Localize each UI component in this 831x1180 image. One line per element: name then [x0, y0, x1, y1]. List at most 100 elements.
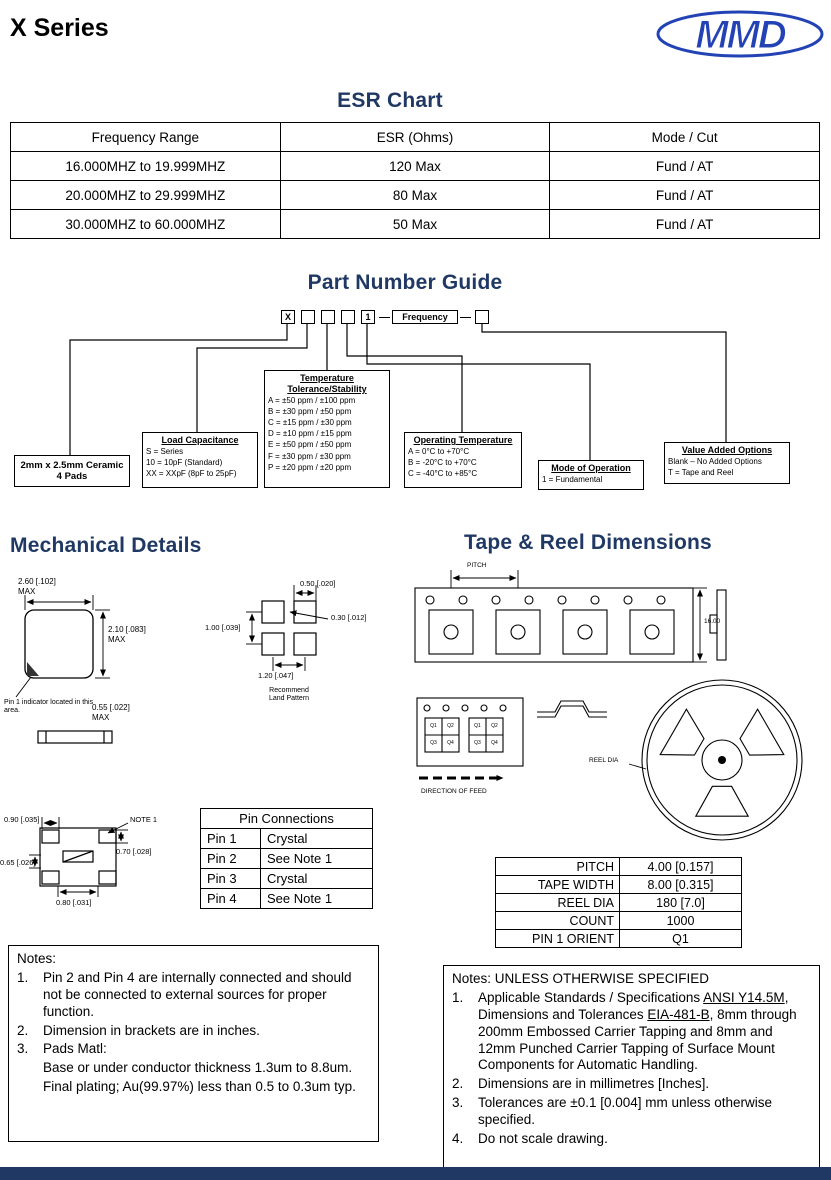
part-number-connector-lines [69, 324, 727, 460]
value-added-options-title: Value Added Options [681, 445, 773, 455]
operating-temperature-item: A = 0°C to +70°C [408, 446, 470, 456]
temperature-stability-item: F = ±30 ppm / ±30 ppm [268, 451, 351, 461]
pn-load-cap-digit-box [301, 310, 315, 324]
tr-row: PIN 1 ORIENT Q1 [495, 929, 742, 948]
temperature-stability-title: Tolerance/Stability [287, 383, 367, 394]
dim-bottom-pad-width: 0.90 [.035] [4, 815, 40, 824]
dim-max: MAX [92, 712, 110, 722]
pin-cell: Crystal [260, 868, 373, 889]
pin-row: Pin 1 Crystal [200, 828, 373, 849]
pin-row: Pin 2 See Note 1 [200, 848, 373, 869]
note-item: 2. Dimension in brackets are in inches. [17, 1023, 370, 1040]
note-text: Do not scale drawing. [478, 1130, 608, 1146]
pin-cell: See Note 1 [260, 888, 373, 909]
pin-connections-header: Pin Connections [200, 808, 373, 829]
operating-temperature-title: Operating Temperature [413, 435, 513, 445]
note-text: Pads Matl: [43, 1041, 107, 1057]
dim-land-horizontal-pitch: 1.20 [.047] [258, 671, 294, 680]
mode-of-operation-box: Mode of Operation 1 = Fundamental [538, 460, 644, 490]
operating-temperature-item: B = -20°C to +70°C [408, 457, 477, 467]
pin-cell: Pin 1 [200, 828, 261, 849]
temperature-stability-item: A = ±50 ppm / ±100 ppm [268, 395, 356, 405]
package-desc-box: 2mm x 2.5mm Ceramic 4 Pads [14, 455, 130, 487]
pin-cell: Crystal [260, 828, 373, 849]
esr-cell: Fund / AT [549, 209, 820, 239]
esr-col-header: Frequency Range [10, 122, 281, 152]
pn-mode-digit-box: 1 [361, 310, 375, 324]
standard-ansi: ANSI Y14.5M [703, 989, 785, 1005]
dim-bottom-height: 0.65 [.026] [0, 858, 36, 867]
pin-row: Pin 4 See Note 1 [200, 888, 373, 909]
esr-cell: Fund / AT [549, 180, 820, 210]
pocket-quadrant-label: Q1 [474, 723, 481, 729]
mechanical-notes-title: Notes: [17, 951, 57, 966]
mmd-logo-graphic: MMD [656, 10, 824, 58]
value-added-options-item: T = Tape and Reel [668, 467, 734, 477]
note-item: Final plating; Au(99.97%) less than 0.5 … [17, 1079, 370, 1096]
note-number: 2. [17, 1022, 29, 1038]
land-pattern-caption: Recommend Land Pattern [252, 687, 326, 704]
note-item: 3. Tolerances are ±0.1 [0.004] mm unless… [452, 1095, 811, 1129]
tr-value: 8.00 [0.315] [619, 875, 742, 894]
tape-reel-title: Tape & Reel Dimensions [464, 531, 712, 554]
part-number-diagram: X 1 Frequency 2mm x 2.5mm Ceramic 4 Pads… [0, 300, 831, 500]
esr-header-row: Frequency Range ESR (Ohms) Mode / Cut [10, 122, 820, 152]
tape-reel-notes-box: Notes: UNLESS OTHERWISE SPECIFIED 1. App… [443, 965, 820, 1172]
tr-row: TAPE WIDTH 8.00 [0.315] [495, 875, 742, 894]
note-text: Applicable Standards / Specifications AN… [478, 990, 811, 1074]
pocket-quadrant-label: Q3 [474, 740, 481, 746]
tr-label: TAPE WIDTH [495, 875, 620, 894]
esr-col-header: ESR (Ohms) [279, 122, 551, 152]
pocket-quadrant-label: Q2 [447, 723, 454, 729]
temperature-stability-item: C = ±15 ppm / ±30 ppm [268, 417, 352, 427]
load-capacitance-box: Load Capacitance S = Series 10 = 10pF (S… [142, 432, 258, 488]
note-number: 1. [17, 969, 29, 985]
esr-cell: 30.000MHZ to 60.000MHZ [10, 209, 281, 239]
temperature-stability-item: D = ±10 ppm / ±15 ppm [268, 429, 352, 439]
pocket-quadrant-label: Q2 [491, 723, 498, 729]
page-title: X Series [10, 14, 109, 42]
pin-cell: Pin 3 [200, 868, 261, 889]
note-text: Dimensions are in millimetres [Inches]. [478, 1076, 710, 1092]
land-caption-line: Land Pattern [268, 695, 310, 703]
tr-row: PITCH 4.00 [0.157] [495, 857, 742, 876]
pitch-label: PITCH [467, 562, 487, 569]
tr-label: COUNT [495, 911, 620, 930]
operating-temperature-item: C = -40°C to +85°C [408, 469, 478, 479]
mmd-logo-text: MMD [695, 13, 786, 57]
reel-dia-label: REEL DIA [589, 757, 619, 764]
tr-label: PIN 1 ORIENT [495, 929, 620, 948]
note-number [17, 1060, 43, 1077]
pocket-quadrant-label: Q3 [430, 740, 437, 746]
value-added-options-item: Blank – No Added Options [668, 456, 762, 466]
tr-row: REEL DIA 180 [7.0] [495, 893, 742, 912]
esr-row: 30.000MHZ to 60.000MHZ 50 Max Fund / AT [10, 209, 820, 239]
esr-table: Frequency Range ESR (Ohms) Mode / Cut 16… [10, 122, 820, 239]
note-text: Base or under conductor thickness 1.3um … [43, 1060, 353, 1076]
dim-max: MAX [108, 634, 126, 644]
pin-table-header-row: Pin Connections [200, 808, 373, 829]
pn-dash [460, 317, 471, 318]
dim-land-vertical-pitch: 1.00 [.039] [205, 623, 241, 632]
note-number: 3. [17, 1041, 29, 1057]
mechanical-notes-box: Notes: 1. Pin 2 and Pin 4 are internally… [8, 945, 379, 1142]
pin-row: Pin 3 Crystal [200, 868, 373, 889]
tape-reel-linework [414, 570, 803, 841]
pn-prefix-box: X [281, 310, 295, 324]
load-capacitance-item: XX = XXpF (8pF to 25pF) [146, 469, 237, 479]
pn-temp-digit-box [321, 310, 335, 324]
tape-reel-notes-title: Notes: UNLESS OTHERWISE SPECIFIED [452, 971, 710, 986]
note-text-part: Applicable Standards / Specifications [478, 989, 704, 1005]
operating-temperature-box: Operating Temperature A = 0°C to +70°C B… [404, 432, 522, 488]
esr-row: 20.000MHZ to 29.999MHZ 80 Max Fund / AT [10, 180, 820, 210]
dim-value: 2.10 [.083] [108, 625, 146, 634]
dim-land-pad-width: 0.50 [.020] [300, 579, 336, 588]
pin-cell: Pin 2 [200, 848, 261, 869]
part-number-guide-title: Part Number Guide [307, 271, 503, 294]
pin-cell: See Note 1 [260, 848, 373, 869]
note-number: 1. [452, 989, 464, 1005]
pin-connections-table: Pin Connections Pin 1 Crystal Pin 2 See … [200, 808, 373, 909]
package-line: 2mm x 2.5mm Ceramic [20, 460, 124, 471]
temperature-stability-box: Temperature Tolerance/Stability A = ±50 … [264, 370, 390, 488]
dim-value: 2.60 [.102] [18, 577, 56, 586]
